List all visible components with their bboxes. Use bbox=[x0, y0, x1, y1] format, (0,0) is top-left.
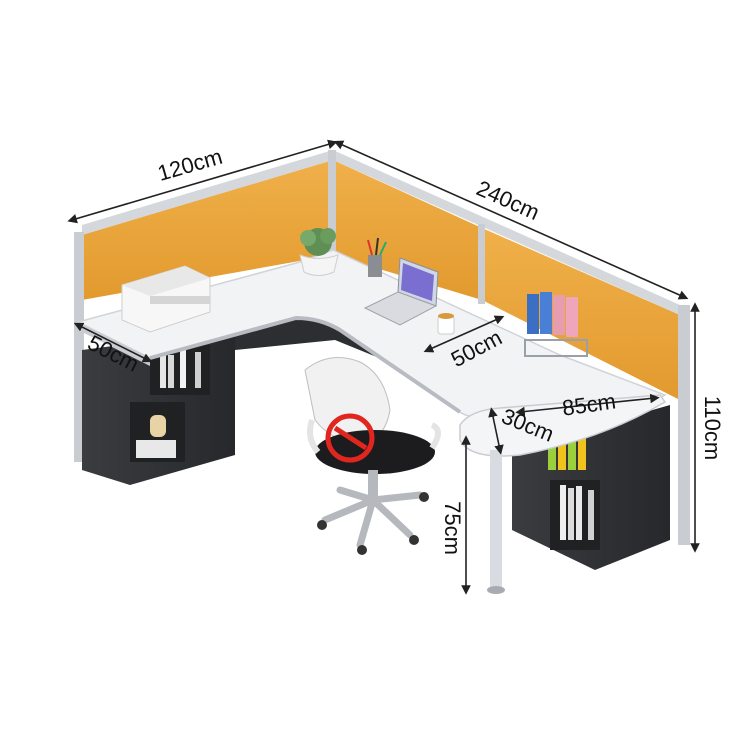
dimension-label-75cm: 75cm bbox=[440, 501, 465, 555]
dimension-label-110cm: 110cm bbox=[700, 396, 725, 460]
dimension-lines bbox=[67, 139, 700, 595]
binders bbox=[524, 292, 588, 357]
left-cabinet bbox=[82, 330, 235, 485]
office-chair bbox=[304, 357, 441, 555]
no-entry-sign-icon bbox=[325, 413, 375, 463]
mug bbox=[437, 313, 455, 335]
printer bbox=[121, 265, 211, 333]
dimension-label-120cm: 120cm bbox=[155, 144, 225, 186]
